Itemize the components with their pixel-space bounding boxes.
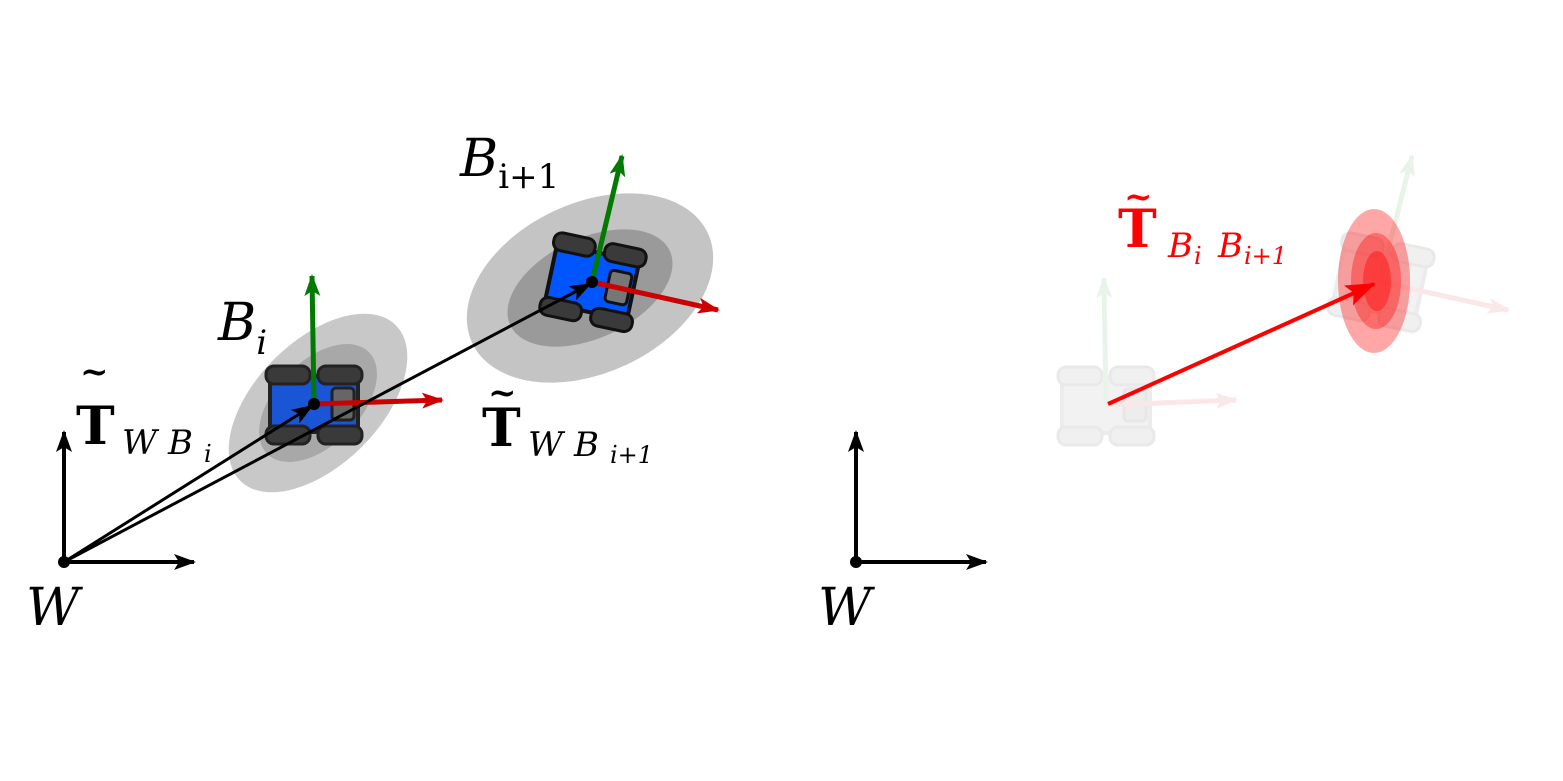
svg-text:W: W (528, 425, 566, 465)
covariance-outer (1338, 209, 1410, 353)
faded-y-axis (1377, 154, 1415, 283)
wheel-icon (1390, 242, 1436, 269)
body-i1-label: Bi+1 (459, 129, 559, 197)
pose-vector-i1 (63, 282, 592, 564)
relative-covariance (1338, 209, 1410, 353)
faded-x-axis (1379, 279, 1510, 314)
body-i-label: Bi (217, 293, 267, 363)
body-i-x-axis (313, 392, 444, 409)
faded-robot-i (1056, 276, 1238, 447)
wheel-icon (589, 306, 634, 334)
wheel-icon (538, 295, 584, 323)
svg-text:i: i (204, 440, 212, 468)
wheel-icon (316, 364, 364, 386)
wheel-icon (316, 424, 364, 446)
right-panel: W (818, 154, 1510, 638)
wheel-icon (1108, 365, 1156, 387)
wheel-icon (1108, 425, 1156, 447)
svg-text:T: T (482, 398, 521, 459)
pose-vector-i (63, 404, 314, 564)
pose-i1-label: ~ T W B i+1 (482, 373, 653, 469)
svg-text:~: ~ (1124, 177, 1153, 217)
wheel-icon (1056, 425, 1104, 447)
svg-text:B: B (167, 423, 193, 463)
svg-text:T: T (1118, 199, 1157, 260)
svg-text:T: T (76, 396, 115, 457)
svg-text:B: B (1217, 226, 1243, 266)
svg-text:i+1: i+1 (610, 441, 653, 469)
world-label: W (818, 578, 875, 638)
wheel-icon (1339, 231, 1385, 258)
relative-pose-vector (1107, 282, 1376, 406)
wheel-icon (1056, 365, 1104, 387)
world-frame-right: W (818, 430, 988, 638)
wheel-icon (1377, 306, 1422, 334)
covariance-inner (1363, 251, 1391, 311)
svg-text:W: W (122, 423, 160, 463)
world-label: W (26, 578, 83, 638)
svg-text:B: B (1167, 226, 1193, 266)
faded-x-axis (1105, 392, 1238, 409)
svg-text:i+1: i+1 (1244, 242, 1287, 270)
wheel-icon (602, 242, 648, 269)
wheel-icon (264, 364, 312, 386)
pose-i-label: ~ T W B i (76, 352, 212, 468)
svg-text:~: ~ (488, 373, 517, 413)
body-i1-x-axis (591, 279, 720, 314)
world-origin (850, 556, 862, 568)
body-i-y-axis (304, 274, 321, 405)
svg-text:i: i (1194, 242, 1202, 270)
wheel-icon (551, 231, 597, 258)
svg-text:~: ~ (80, 352, 109, 392)
svg-text:B: B (573, 425, 599, 465)
world-frame-left: W (26, 430, 196, 638)
faded-y-axis (1096, 276, 1113, 406)
left-panel: W (26, 129, 720, 638)
relative-pose-label: ~ T B i B i+1 (1118, 177, 1287, 270)
body-i1-y-axis (589, 154, 626, 283)
